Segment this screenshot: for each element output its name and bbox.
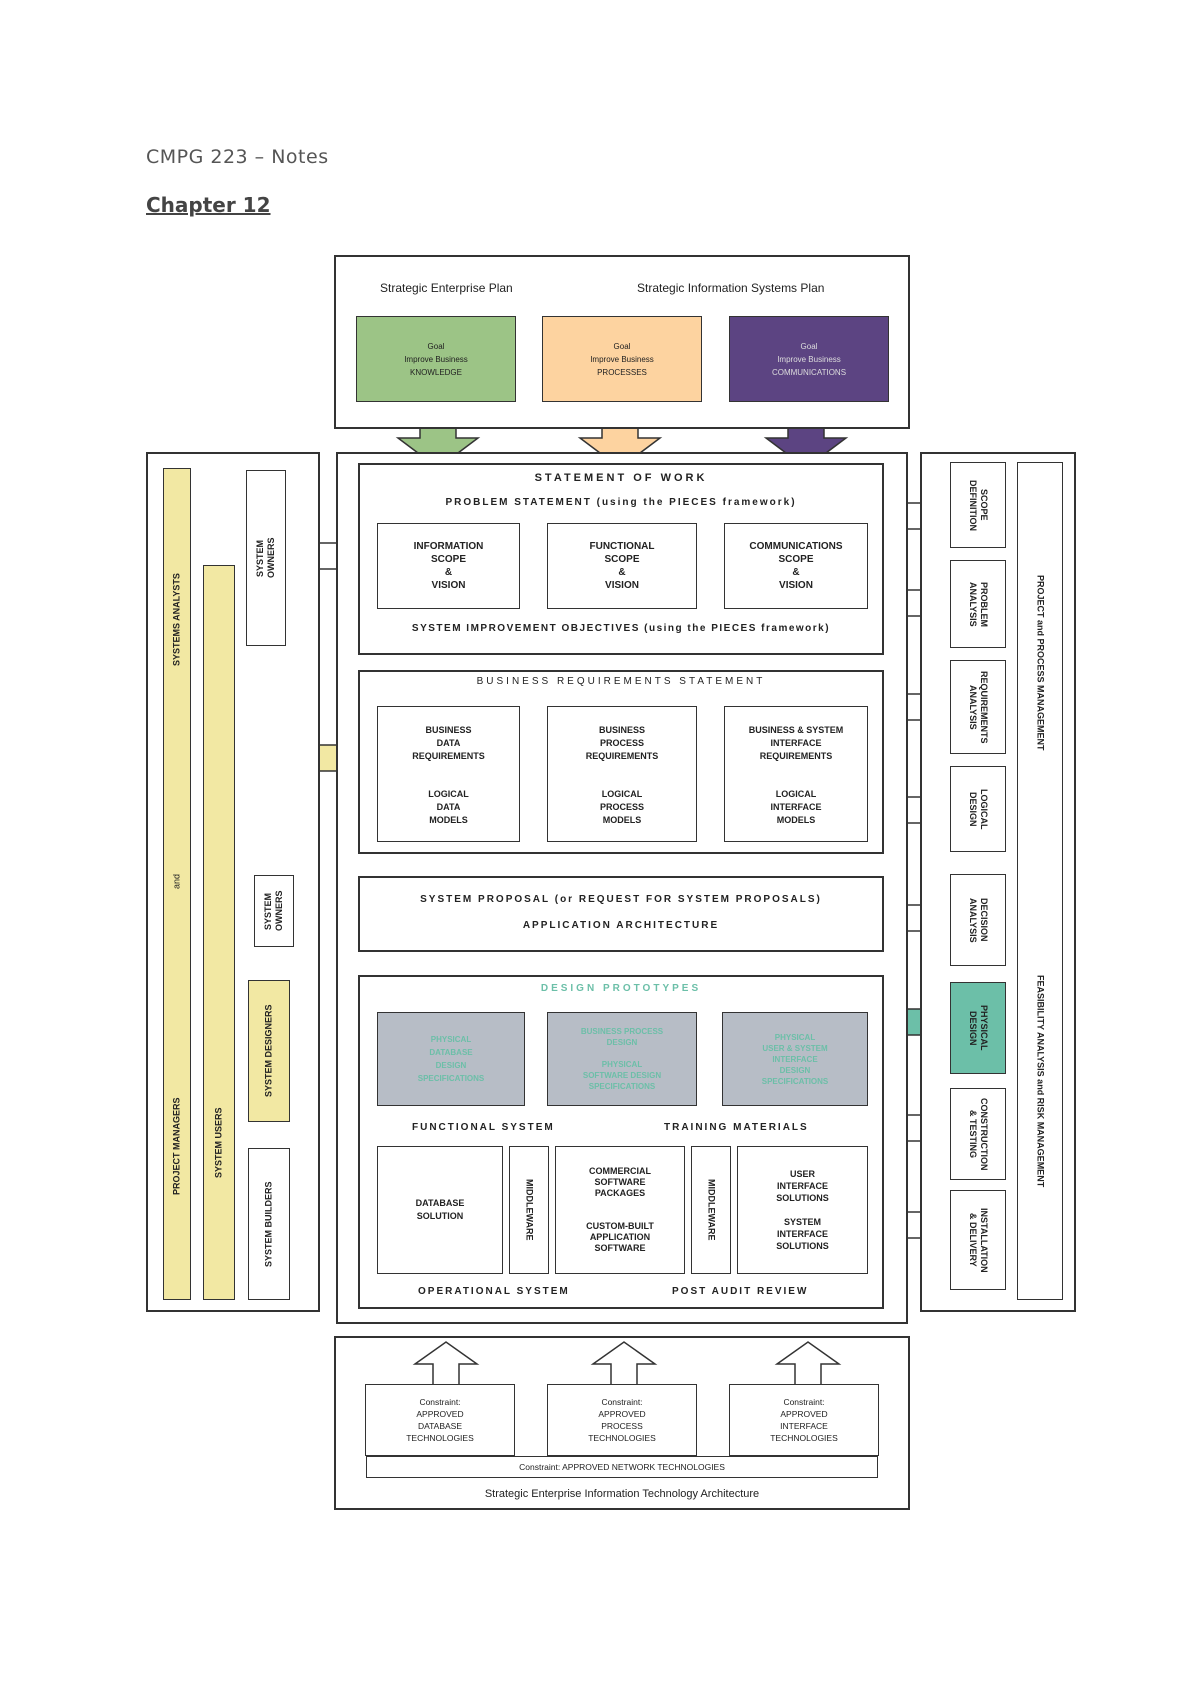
proposal-line1: SYSTEM PROPOSAL (or REQUEST FOR SYSTEM P… [420, 894, 822, 905]
goal-communications: Goal Improve Business COMMUNICATIONS [729, 316, 889, 402]
brs-data-model: LOGICAL DATA MODELS [428, 789, 469, 825]
system-builders-box: SYSTEM BUILDERS [248, 1148, 290, 1300]
operational-system: OPERATIONAL SYSTEM [418, 1286, 570, 1297]
system-owners-box-2: SYSTEM OWNERS [254, 875, 294, 947]
brs-data-req: BUSINESS DATA REQUIREMENTS [412, 725, 485, 761]
phase-problem-analysis: PROBLEM ANALYSIS [950, 560, 1006, 648]
system-proposal [358, 876, 884, 952]
constraint-interface: Constraint: APPROVED INTERFACE TECHNOLOG… [729, 1384, 879, 1456]
brs-title: BUSINESS REQUIREMENTS STATEMENT [476, 676, 766, 687]
proposal-line2: APPLICATION ARCHITECTURE [522, 920, 720, 931]
phase-construction-testing: CONSTRUCTION & TESTING [950, 1088, 1006, 1180]
database-solution: DATABASE SOLUTION [377, 1146, 503, 1274]
sa-label: SYSTEMS ANALYSTS [171, 573, 182, 666]
enterprise-plan-label: Strategic Enterprise Plan [380, 281, 513, 295]
course-title: CMPG 223 – Notes [146, 146, 329, 168]
architecture-caption: Strategic Enterprise Information Technol… [484, 1488, 760, 1500]
system-designers-box: SYSTEM DESIGNERS [248, 980, 290, 1122]
training-materials: TRAINING MATERIALS [664, 1122, 809, 1133]
brs-box-process [547, 706, 697, 842]
pm-label: PROJECT MANAGERS [171, 1097, 182, 1195]
phase-scope-definition: SCOPE DEFINITION [950, 462, 1006, 548]
software-box: COMMERCIAL SOFTWARE PACKAGES CUSTOM-BUIL… [555, 1146, 685, 1274]
design-box-interface: PHYSICAL USER & SYSTEM INTERFACE DESIGN … [722, 1012, 868, 1106]
sow-problem: PROBLEM STATEMENT (using the PIECES fram… [445, 497, 797, 508]
sow-box-functional: FUNCTIONAL SCOPE & VISION [547, 523, 697, 609]
interface-solutions: USER INTERFACE SOLUTIONS SYSTEM INTERFAC… [737, 1146, 868, 1274]
system-users-bar: SYSTEM USERS [203, 565, 235, 1300]
system-users-label: SYSTEM USERS [213, 1107, 224, 1178]
constraint-database: Constraint: APPROVED DATABASE TECHNOLOGI… [365, 1384, 515, 1456]
sow-objectives: SYSTEM IMPROVEMENT OBJECTIVES (using the… [411, 623, 831, 634]
brs-box-interface [724, 706, 868, 842]
system-owners-box-1: SYSTEM OWNERS [246, 470, 286, 646]
middleware-right: MIDDLEWARE [691, 1146, 731, 1274]
design-box-software: BUSINESS PROCESS DESIGN PHYSICAL SOFTWAR… [547, 1012, 697, 1106]
sow-box-information: INFORMATION SCOPE & VISION [377, 523, 520, 609]
phase-logical-design: LOGICAL DESIGN [950, 766, 1006, 852]
design-box-database: PHYSICAL DATABASE DESIGN SPECIFICATIONS [377, 1012, 525, 1106]
constraint-process: Constraint: APPROVED PROCESS TECHNOLOGIE… [547, 1384, 697, 1456]
phase-installation-delivery: INSTALLATION & DELIVERY [950, 1190, 1006, 1290]
sow-title: STATEMENT OF WORK [534, 472, 708, 484]
phase-decision-analysis: DECISION ANALYSIS [950, 874, 1006, 966]
management-bar: PROJECT and PROCESS MANAGEMENT FEASIBILI… [1017, 462, 1063, 1300]
brs-interface-model: LOGICAL INTERFACE MODELS [770, 789, 822, 825]
pm-sa-bar: PROJECT MANAGERS and SYSTEMS ANALYSTS [163, 468, 191, 1300]
brs-interface-req: BUSINESS & SYSTEM INTERFACE REQUIREMENTS [748, 725, 844, 761]
middleware-left: MIDDLEWARE [509, 1146, 549, 1274]
mgmt-project-process: PROJECT and PROCESS MANAGEMENT [1035, 575, 1046, 751]
brs-box-data [377, 706, 520, 842]
sow-box-communications: COMMUNICATIONS SCOPE & VISION [724, 523, 868, 609]
mgmt-feasibility-risk: FEASIBILITY ANALYSIS and RISK MANAGEMENT [1035, 974, 1046, 1187]
design-title: DESIGN PROTOTYPES [540, 983, 702, 994]
goal-processes: Goal Improve Business PROCESSES [542, 316, 702, 402]
and-label: and [171, 874, 182, 890]
phase-physical-design: PHYSICAL DESIGN [950, 982, 1006, 1074]
post-audit-review: POST AUDIT REVIEW [672, 1286, 809, 1297]
brs-process-model: LOGICAL PROCESS MODELS [599, 789, 644, 825]
constraint-network: Constraint: APPROVED NETWORK TECHNOLOGIE… [366, 1456, 878, 1478]
phase-requirements-analysis: REQUIREMENTS ANALYSIS [950, 660, 1006, 754]
functional-system: FUNCTIONAL SYSTEM [412, 1122, 555, 1133]
chapter-heading: Chapter 12 [146, 193, 271, 217]
brs-process-req: BUSINESS PROCESS REQUIREMENTS [585, 725, 659, 761]
goal-knowledge: Goal Improve Business KNOWLEDGE [356, 316, 516, 402]
is-plan-label: Strategic Information Systems Plan [637, 281, 825, 295]
